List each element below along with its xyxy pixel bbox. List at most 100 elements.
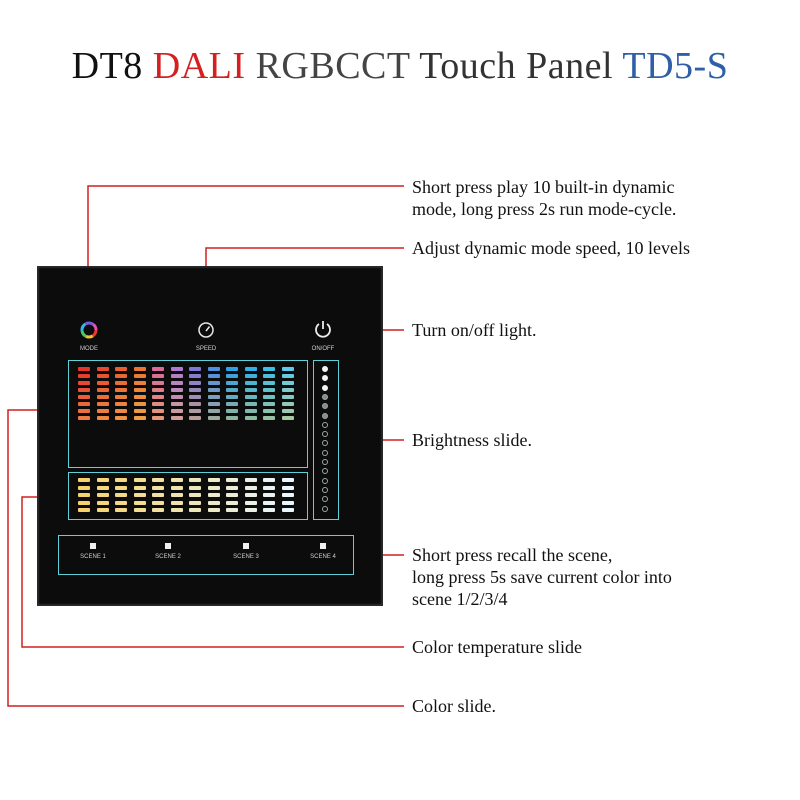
color-cell [78,388,90,392]
color-cell [152,381,164,385]
color-cell [170,367,183,371]
onoff-button[interactable]: ON/OFF [303,319,343,352]
color-cell [152,423,164,427]
ct-cell [152,508,164,512]
color-cell [97,430,109,434]
color-cell [170,409,183,413]
color-cell [226,381,238,385]
color-cell [208,444,220,448]
color-cell [208,458,220,462]
scene-1-button[interactable]: SCENE 1 [63,543,123,560]
speed-button[interactable]: SPEED [186,321,226,352]
color-cell [78,374,90,378]
color-cell [170,374,183,378]
ct-cell [263,485,275,490]
color-cell [245,430,257,434]
color-cell [245,458,257,462]
mode-button[interactable]: MODE [69,321,109,352]
brightness-slide[interactable] [313,360,339,520]
color-cell [207,395,220,399]
ct-cell [226,485,238,490]
scene-4-label: SCENE 4 [310,554,336,560]
color-temperature-slide[interactable] [68,472,308,520]
color-cell [281,367,294,371]
ct-cell [115,508,127,512]
color-cell [207,416,220,420]
color-cell [115,437,127,441]
scene-2-button[interactable]: SCENE 2 [138,543,198,560]
brightness-dot [322,421,328,428]
ct-cell [78,493,90,497]
color-cell [134,451,146,455]
color-cell [97,423,109,427]
color-cell [78,416,90,420]
ct-cell [207,500,220,505]
speed-callout-text: Adjust dynamic mode speed, 10 levels [412,238,690,258]
scene-callout: Short press recall the scene, long press… [412,544,672,610]
ct-cell [78,485,90,490]
color-cell [226,367,238,371]
color-cell [78,444,90,448]
color-cell [152,416,164,420]
color-cell [152,395,164,399]
ct-cell [263,478,275,482]
color-cell [115,388,127,392]
color-cell [171,437,183,441]
color-cell [189,381,201,385]
color-cell [244,381,257,385]
color-cell [96,374,109,378]
color-cell [263,374,275,378]
scene-1-indicator [90,543,96,549]
color-cell [208,430,220,434]
color-cell [133,367,146,371]
color-cell [115,374,127,378]
color-cell [133,402,146,406]
brightness-dot [322,496,328,503]
color-wheel-icon [80,321,98,339]
color-cell [96,409,109,413]
color-cell [97,451,109,455]
scene-2-label: SCENE 2 [155,554,181,560]
ct-cell [281,508,294,512]
scene-4-button[interactable]: SCENE 4 [293,543,353,560]
ct-cell [170,493,183,497]
color-cell [281,402,294,406]
color-cell [226,444,238,448]
mode-callout-line-2: mode, long press 2s run mode-cycle. [412,199,677,219]
color-cell [97,437,109,441]
color-cell [226,451,238,455]
brightness-dot [322,440,328,447]
ct-cell [281,500,294,505]
color-cell [78,451,90,455]
color-cell [78,458,90,462]
color-cell [226,402,238,406]
title-part-0: DT8 [71,45,153,87]
ct-cell [244,478,257,482]
color-cell [189,423,201,427]
color-cell [171,451,183,455]
ct-cell [96,508,109,512]
ct-cell [96,493,109,497]
ct-cell [152,500,164,505]
color-cell [171,444,183,448]
touch-panel: MODE SPEED ON/OFF SCENE 1 SCENE 2 SCENE … [37,266,383,606]
color-cell [263,458,275,462]
color-slide[interactable] [68,360,308,468]
onoff-callout: Turn on/off light. [412,319,537,341]
color-cell [244,395,257,399]
color-cell [171,458,183,462]
color-cell [245,437,257,441]
scene-3-button[interactable]: SCENE 3 [216,543,276,560]
color-cell [152,437,164,441]
color-callout-text: Color slide. [412,696,496,716]
color-cell [78,409,90,413]
color-cell [189,409,201,413]
color-cell [115,430,127,434]
color-cell [245,444,257,448]
color-cell [244,416,257,420]
color-cell [244,388,257,392]
ct-cell [244,500,257,505]
mode-label: MODE [80,346,98,352]
ct-cell [281,493,294,497]
scene-bar [58,535,354,575]
